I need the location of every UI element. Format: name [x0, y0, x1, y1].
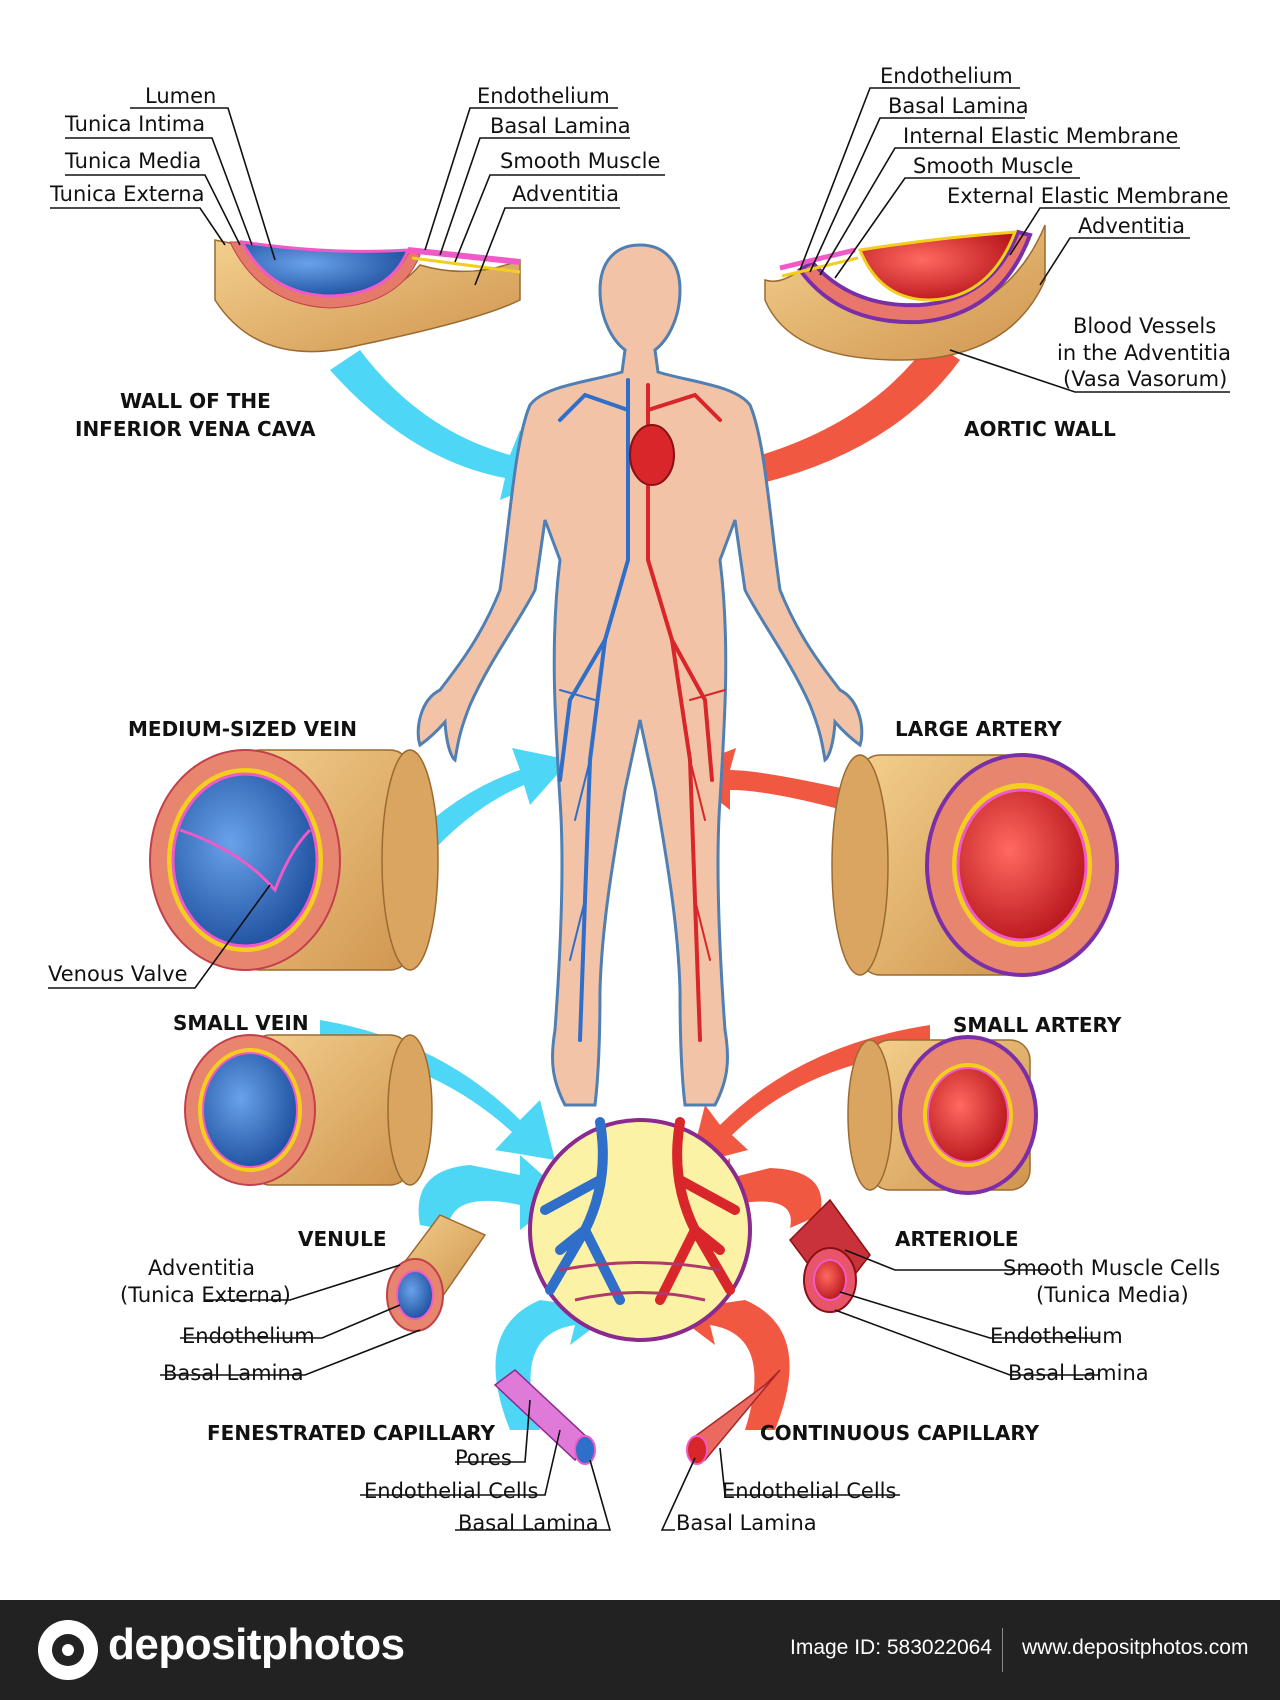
label-lumen: Lumen — [145, 84, 216, 108]
ivc-elastic-layer — [411, 256, 521, 274]
footer-bar: depositphotos Image ID: 583022064 www.de… — [0, 1600, 1280, 1700]
aortic-elastic-layer — [781, 256, 859, 278]
ivc-title-line2: INFERIOR VENA CAVA — [75, 417, 316, 441]
label-aortic-basal-lamina: Basal Lamina — [888, 94, 1029, 118]
medium-vein-arrow — [410, 748, 570, 860]
aortic-lumen — [857, 230, 1018, 302]
label-ivc-basal-lamina: Basal Lamina — [490, 114, 631, 138]
label-continuous-endothelial-cells: Endothelial Cells — [722, 1479, 896, 1503]
site-link[interactable]: www.depositphotos.com — [1022, 1636, 1249, 1659]
ivc-lumen — [239, 240, 411, 298]
label-arteriole-basal-lamina: Basal Lamina — [1008, 1361, 1149, 1385]
venule-title: VENULE — [298, 1227, 387, 1251]
label-tunica-media: Tunica Media — [64, 149, 201, 173]
aortic-wall-section — [764, 224, 1046, 361]
capillary-mesh — [559, 1261, 721, 1302]
ivc-left-labels: Lumen Tunica Intima Tunica Media Tunica … — [49, 84, 216, 206]
label-venule-basal-lamina: Basal Lamina — [163, 1361, 304, 1385]
arteries-network — [646, 383, 726, 1042]
brand-name[interactable]: depositphotos — [108, 1620, 405, 1669]
label-ivc-adventitia: Adventitia — [512, 182, 619, 206]
label-venule-endothelium: Endothelium — [182, 1324, 315, 1348]
ivc-wall-layers-top — [407, 247, 521, 265]
label-tunica-externa: Tunica Externa — [49, 182, 204, 206]
label-aortic-smooth-muscle: Smooth Muscle — [913, 154, 1073, 178]
label-venous-valve: Venous Valve — [48, 962, 188, 986]
venule-tube — [386, 1214, 487, 1332]
venule-labels: Adventitia (Tunica Externa) Endothelium … — [120, 1256, 315, 1385]
ivc-right-labels: Endothelium Basal Lamina Smooth Muscle A… — [477, 84, 660, 206]
label-smooth-muscle-cells: Smooth Muscle Cells — [1003, 1256, 1220, 1280]
label-continuous-basal-lamina: Basal Lamina — [676, 1511, 817, 1535]
veins-network — [558, 378, 630, 1042]
arteriole-labels: Smooth Muscle Cells (Tunica Media) Endot… — [990, 1256, 1220, 1385]
ivc-arrow — [330, 350, 555, 500]
label-vasa-line3: (Vasa Vasorum) — [1063, 367, 1227, 391]
medium-vein-cross-section — [149, 749, 439, 971]
aortic-title: AORTIC WALL — [964, 417, 1116, 441]
label-tunica-intima: Tunica Intima — [64, 112, 205, 136]
label-fenestrated-basal-lamina: Basal Lamina — [458, 1511, 599, 1535]
arteriole-tube — [789, 1198, 871, 1313]
continuous-capillary-tube — [686, 1369, 781, 1465]
human-body — [416, 243, 864, 1107]
fenestrated-labels: Pores Endothelial Cells Basal Lamina — [364, 1446, 599, 1535]
section-titles: WALL OF THE INFERIOR VENA CAVA AORTIC WA… — [75, 389, 1122, 1445]
small-artery-title: SMALL ARTERY — [953, 1013, 1122, 1037]
label-ivc-smooth-muscle: Smooth Muscle — [500, 149, 660, 173]
label-pores: Pores — [455, 1446, 512, 1470]
label-fenestrated-endothelial-cells: Endothelial Cells — [364, 1479, 538, 1503]
medium-vein-title: MEDIUM-SIZED VEIN — [128, 717, 357, 741]
image-id: Image ID: 583022064 — [790, 1636, 992, 1659]
body-silhouette — [416, 243, 864, 1107]
large-artery-cross-section — [831, 753, 1119, 977]
label-aortic-endothelium: Endothelium — [880, 64, 1013, 88]
ivc-wall-section — [214, 239, 521, 353]
label-arteriole-endothelium: Endothelium — [990, 1324, 1123, 1348]
label-arteriole-tunica-media: (Tunica Media) — [1036, 1283, 1189, 1307]
continuous-title: CONTINUOUS CAPILLARY — [760, 1421, 1040, 1445]
fenestrated-capillary-tube — [493, 1369, 596, 1465]
small-vein-cross-section — [184, 1034, 433, 1186]
label-internal-elastic-membrane: Internal Elastic Membrane — [903, 124, 1178, 148]
large-artery-title: LARGE ARTERY — [895, 717, 1062, 741]
label-vasa-line1: Blood Vessels — [1073, 314, 1216, 338]
label-external-elastic-membrane: External Elastic Membrane — [947, 184, 1229, 208]
aortic-endothelium-layer — [779, 247, 856, 271]
heart — [629, 424, 675, 486]
arteriole-title: ARTERIOLE — [895, 1227, 1019, 1251]
capillary-bed — [528, 1117, 752, 1342]
label-vasa-line2: in the Adventitia — [1057, 341, 1231, 365]
small-vein-title: SMALL VEIN — [173, 1011, 309, 1035]
small-artery-cross-section — [847, 1035, 1038, 1195]
venous-valve-shape — [179, 828, 312, 893]
vasa-vasorum-labels: Blood Vessels in the Adventitia (Vasa Va… — [1057, 314, 1231, 391]
label-venule-adventitia: Adventitia — [148, 1256, 255, 1280]
label-aortic-adventitia: Adventitia — [1078, 214, 1185, 238]
label-ivc-endothelium: Endothelium — [477, 84, 610, 108]
footer-divider — [1002, 1628, 1003, 1672]
continuous-labels: Endothelial Cells Basal Lamina — [676, 1479, 896, 1535]
venule-arrow — [418, 1155, 565, 1230]
depositphotos-logo-icon — [38, 1620, 98, 1680]
aortic-labels: Endothelium Basal Lamina Internal Elasti… — [880, 64, 1229, 238]
ivc-title-line1: WALL OF THE — [120, 389, 271, 413]
leader-lines — [48, 87, 1230, 1531]
fenestrated-title: FENESTRATED CAPILLARY — [207, 1421, 495, 1445]
label-venule-tunica-externa: (Tunica Externa) — [120, 1283, 291, 1307]
